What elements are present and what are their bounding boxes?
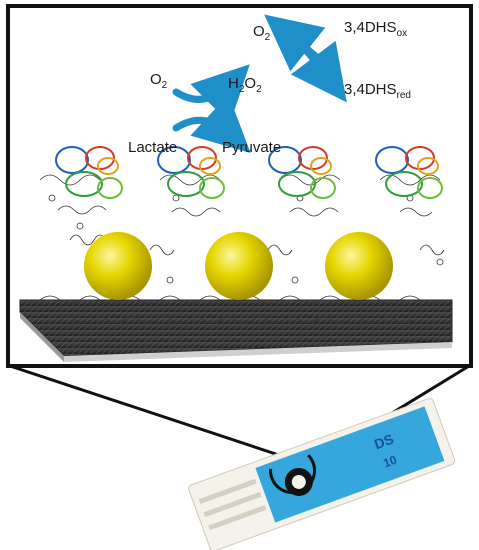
reaction2-o2-label: O2	[253, 23, 271, 43]
strip-label-bottom: 10	[381, 453, 399, 471]
polymer-chain-icon	[39, 174, 445, 324]
screen-printed-electrode-icon: DS 10	[188, 397, 456, 550]
strip-label-top: DS	[372, 431, 396, 453]
reaction2-dhs-red-label: 3,4DHSred	[344, 81, 411, 101]
curved-arrow-icon	[172, 64, 251, 153]
electrode-surface	[19, 299, 453, 362]
reaction1-o2-label: O2	[150, 71, 168, 91]
gold-nanoparticle-icon	[84, 232, 393, 300]
curved-arrow-icon	[264, 14, 347, 103]
reaction2-dhs-ox-label: 3,4DHSox	[344, 19, 407, 39]
reaction1-h2o2-label: H2O2	[228, 75, 262, 95]
enzyme-cluster-icon	[55, 146, 443, 199]
reaction1-lactate-label: Lactate	[128, 139, 177, 156]
reaction1-pyruvate-label: Pyruvate	[222, 139, 281, 156]
